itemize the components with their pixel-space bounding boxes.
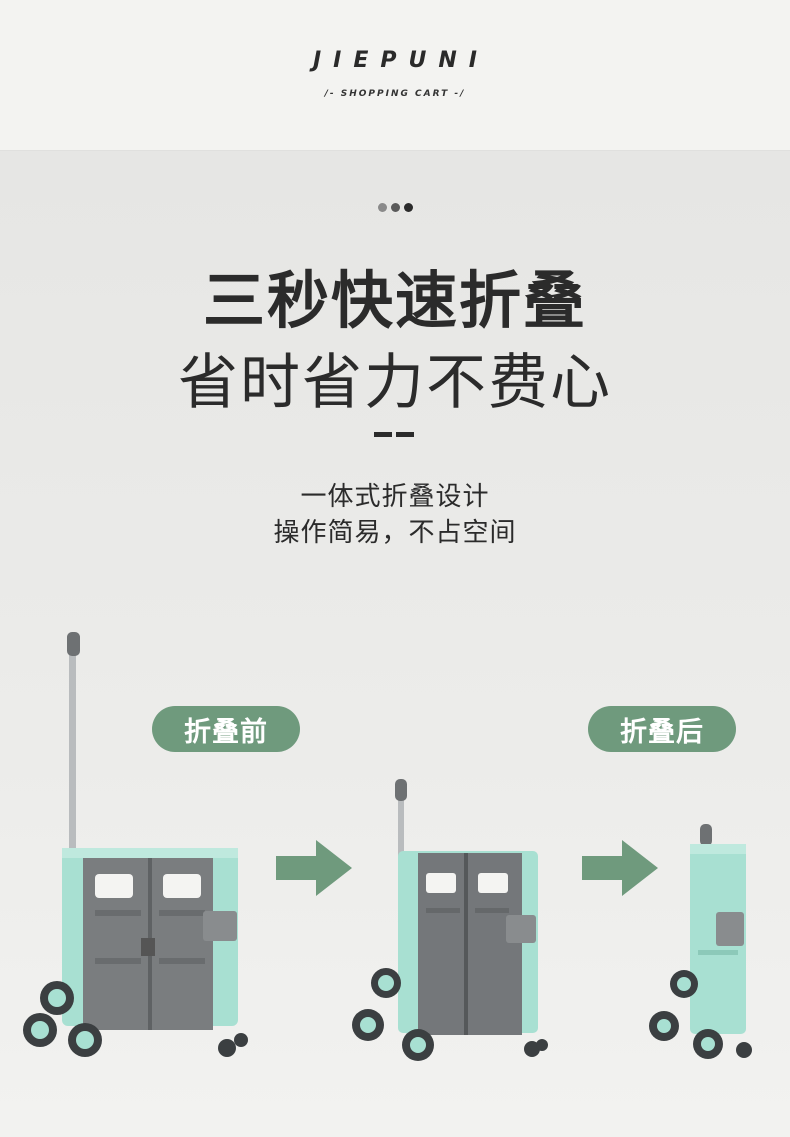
description-line-1: 一体式折叠设计 [300,482,490,512]
brand-header: JIEPUNI /- SHOPPING CART -/ [0,0,790,151]
arrow-right-icon [276,840,352,896]
indicator-dots [378,203,413,212]
cart-unfolded-image [23,632,248,1057]
hero-subtitle: 省时省力不费心 [178,348,612,418]
hero-title: 三秒快速折叠 [202,264,587,337]
divider-dashes [374,432,414,437]
brand-tagline: /- SHOPPING CART -/ [324,89,466,99]
indicator-dot-2 [391,203,400,212]
label-before-folding: 折叠前 [152,706,300,752]
label-after-folding: 折叠后 [588,706,736,752]
arrow-right-icon [582,840,658,896]
brand-logo: JIEPUNI [313,48,489,73]
description-line-2: 操作简易，不占空间 [273,518,517,548]
cart-folded-image [649,824,752,1059]
cart-half-folded-image [352,779,548,1061]
indicator-dot-3 [404,203,413,212]
indicator-dot-1 [378,203,387,212]
